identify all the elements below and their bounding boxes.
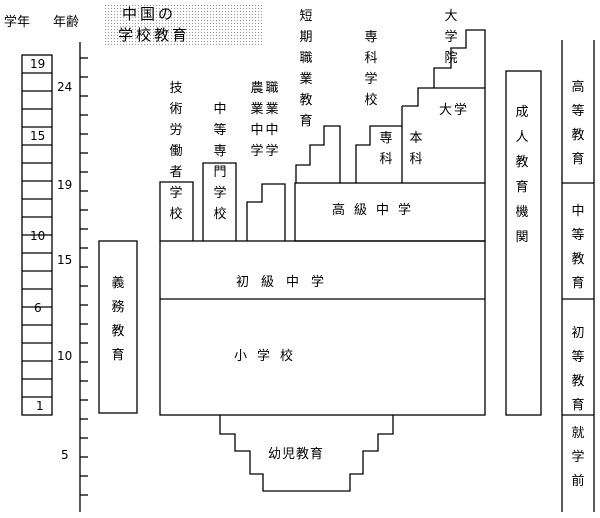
- age-header: 年齢: [53, 15, 80, 30]
- secondary-specialized-label: 中等専門学校: [213, 102, 227, 222]
- university-box: [402, 87, 486, 183]
- graduate-box: [433, 29, 486, 88]
- specialized-box: [355, 125, 402, 183]
- age-tick: 15: [57, 253, 73, 267]
- primary-junior-block: [159, 240, 486, 416]
- age-axis-ticks: [80, 57, 88, 496]
- grade-tick: 10: [30, 229, 46, 243]
- junior-high-label: 初級中学: [236, 275, 337, 290]
- senior-high-box: [294, 182, 486, 242]
- primary-label: 小学校: [234, 349, 304, 364]
- specialized-school-label: 専科学校: [364, 30, 378, 108]
- vocational-box: [246, 183, 286, 241]
- adult-education-box: [505, 70, 542, 416]
- grade-header: 学年: [4, 15, 31, 30]
- grade-tick: 15: [30, 129, 46, 143]
- technical-worker-label: 技術労働者学校: [169, 81, 183, 222]
- vocational-ind-label: 職業中学: [265, 81, 279, 159]
- level-preschool-label: 就学前: [571, 426, 585, 489]
- university-label: 大学: [439, 103, 470, 118]
- grade-tick: 19: [30, 57, 46, 71]
- grade-tick: 6: [34, 301, 42, 315]
- kindergarten-label: 幼児教育: [268, 447, 325, 462]
- technical-worker-box: [159, 181, 194, 241]
- grade-tick: 1: [36, 399, 44, 413]
- title-line-2: 学校教育: [118, 26, 191, 44]
- kindergarten-shape: [219, 415, 394, 492]
- level-secondary-label: 中等教育: [571, 204, 585, 291]
- title-line-1: 中国の: [122, 5, 177, 23]
- undergrad-label: 本科: [409, 131, 423, 167]
- graduate-label: 大学院: [444, 9, 458, 66]
- age-tick: 19: [57, 178, 73, 192]
- short-vocational-box: [295, 125, 341, 183]
- title-background: [104, 4, 264, 46]
- age-tick: 5: [61, 448, 69, 462]
- age-tick: 24: [57, 80, 73, 94]
- compulsory-box: [98, 240, 138, 414]
- senior-high-label: 高級中学: [332, 203, 421, 218]
- secondary-specialized-box: [202, 162, 237, 241]
- vocational-agri-label: 農業中学: [250, 81, 264, 159]
- level-higher-label: 高等教育: [571, 80, 585, 167]
- compulsory-label: 義務教育: [111, 276, 125, 363]
- adult-education-label: 成人教育機関: [515, 105, 529, 245]
- specialized-label: 専科: [379, 131, 393, 167]
- short-vocational-label: 短期職業教育: [299, 9, 313, 129]
- level-primary-label: 初等教育: [571, 326, 585, 413]
- grade-column-rows: [22, 72, 52, 398]
- age-tick: 10: [57, 349, 73, 363]
